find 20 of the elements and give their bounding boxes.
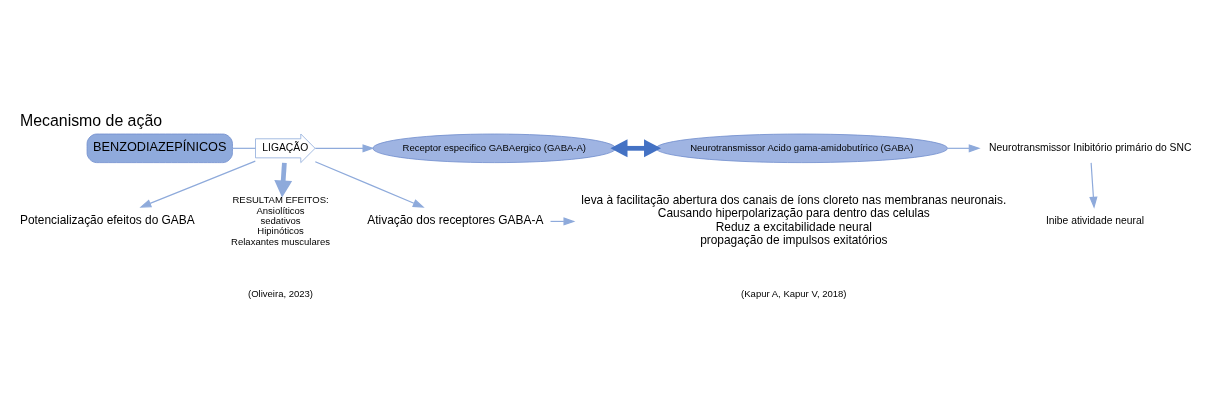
label: (Oliveira, 2023) xyxy=(248,287,314,299)
node-text: Potencialização efeitos do GABA xyxy=(19,212,195,227)
node-text: Inibe atividade neural xyxy=(1045,214,1144,226)
node-ellipse: Receptor especifico GABAergico (GABA-A) xyxy=(372,133,617,163)
arrow xyxy=(314,160,425,208)
arrow xyxy=(947,143,981,152)
diagram-title: Mecanismo de ação xyxy=(19,111,163,129)
node-text: RESULTAM EFEITOS: Ansiolíticos sedativos Hipinóticos Relaxantes musculares xyxy=(231,193,330,247)
arrow xyxy=(314,143,375,152)
arrow xyxy=(1089,161,1098,209)
node-text: leva à facilitação abertura dos canais de íons cloreto nas membranas neuronais. Causando hiperpolarização para dentro das celulas Reduz a excitabilidade neural propagação de impulsos exitatórios xyxy=(581,192,1007,247)
node-text: Neurotransmissor Inibitório primário do SNC xyxy=(989,141,1192,153)
node-ellipse: Neurotransmissor Acido gama-amidobutírico (GABA) xyxy=(655,133,948,163)
arrow xyxy=(610,138,662,157)
arrow xyxy=(139,160,256,208)
node-box: BENZODIAZEPÍNICOS xyxy=(86,133,233,163)
label: (Kapur A, Kapur V, 2018) xyxy=(741,287,847,299)
node-text: Ativação dos receptores GABA-A xyxy=(367,212,544,227)
connector xyxy=(232,147,257,149)
arrow xyxy=(274,162,293,197)
